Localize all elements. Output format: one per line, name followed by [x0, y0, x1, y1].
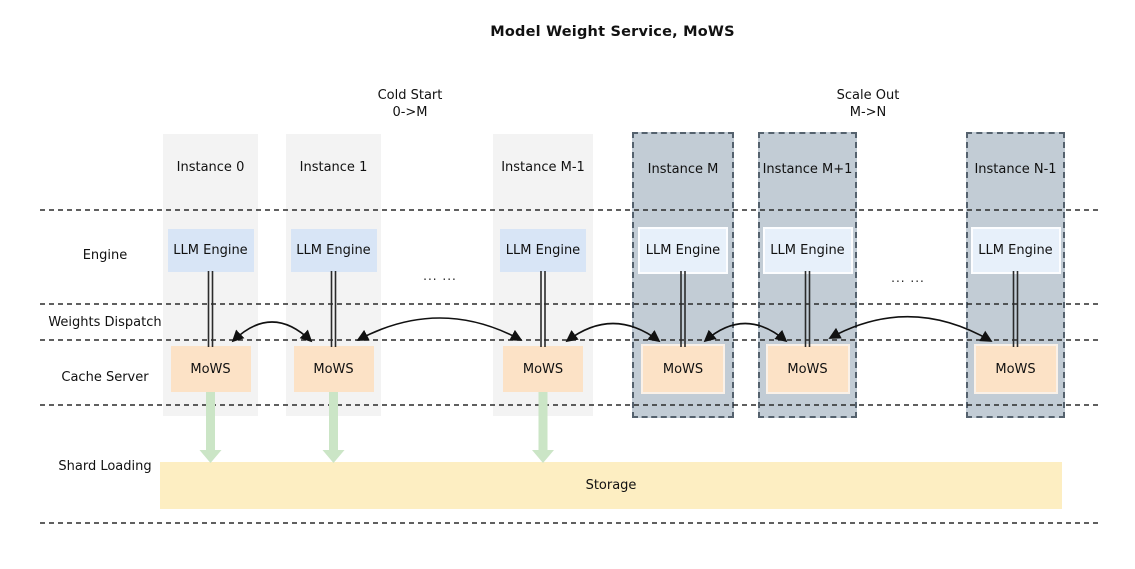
- llm-engine-box: LLM Engine: [762, 227, 853, 274]
- cold-start-label-line2: 0->M: [392, 105, 428, 120]
- cold-start-label-line1: Cold Start: [377, 88, 443, 103]
- instance-title: Instance M-1: [501, 160, 585, 175]
- mows-box: MoWS: [293, 346, 374, 392]
- ellipsis-cold-start: ... ...: [423, 269, 457, 283]
- instance-column-0: Instance 0 LLM Engine MoWS: [163, 134, 258, 416]
- instance-title: Instance 0: [176, 160, 245, 175]
- instance-column-n-1: Instance N-1 LLM Engine MoWS: [966, 132, 1065, 418]
- mows-box: MoWS: [170, 346, 251, 392]
- instance-title: Instance 1: [299, 160, 368, 175]
- row-label-cache-server: Cache Server: [61, 370, 149, 385]
- diagram-title: Model Weight Service, MoWS: [490, 24, 735, 40]
- instance-column-1: Instance 1 LLM Engine MoWS: [286, 134, 381, 416]
- mows-box: MoWS: [973, 344, 1058, 394]
- llm-engine-box: LLM Engine: [167, 229, 254, 272]
- instance-title: Instance N-1: [974, 162, 1057, 177]
- instance-column-m-1: Instance M-1 LLM Engine MoWS: [493, 134, 593, 416]
- mows-box: MoWS: [765, 344, 850, 394]
- ellipsis-scale-out: ... ...: [891, 271, 925, 285]
- instance-column-m: Instance M LLM Engine MoWS: [632, 132, 734, 418]
- scale-out-label-line2: M->N: [849, 105, 887, 120]
- instance-title: Instance M+1: [762, 162, 853, 177]
- row-label-shard-loading: Shard Loading: [58, 459, 152, 474]
- instance-title: Instance M: [647, 162, 719, 177]
- row-label-weights-dispatch: Weights Dispatch: [48, 315, 162, 330]
- scale-out-label-line1: Scale Out: [836, 88, 900, 103]
- mows-box: MoWS: [641, 344, 725, 394]
- llm-engine-box: LLM Engine: [500, 229, 586, 272]
- row-label-engine: Engine: [82, 248, 128, 263]
- scale-out-label: Scale Out M->N: [783, 87, 953, 121]
- mows-box: MoWS: [503, 346, 583, 392]
- storage-bar: Storage: [160, 462, 1062, 509]
- llm-engine-box: LLM Engine: [290, 229, 377, 272]
- llm-engine-box: LLM Engine: [638, 227, 728, 274]
- instance-column-m+1: Instance M+1 LLM Engine MoWS: [758, 132, 857, 418]
- storage-label: Storage: [585, 478, 637, 493]
- llm-engine-box: LLM Engine: [970, 227, 1061, 274]
- cold-start-label: Cold Start 0->M: [325, 87, 495, 121]
